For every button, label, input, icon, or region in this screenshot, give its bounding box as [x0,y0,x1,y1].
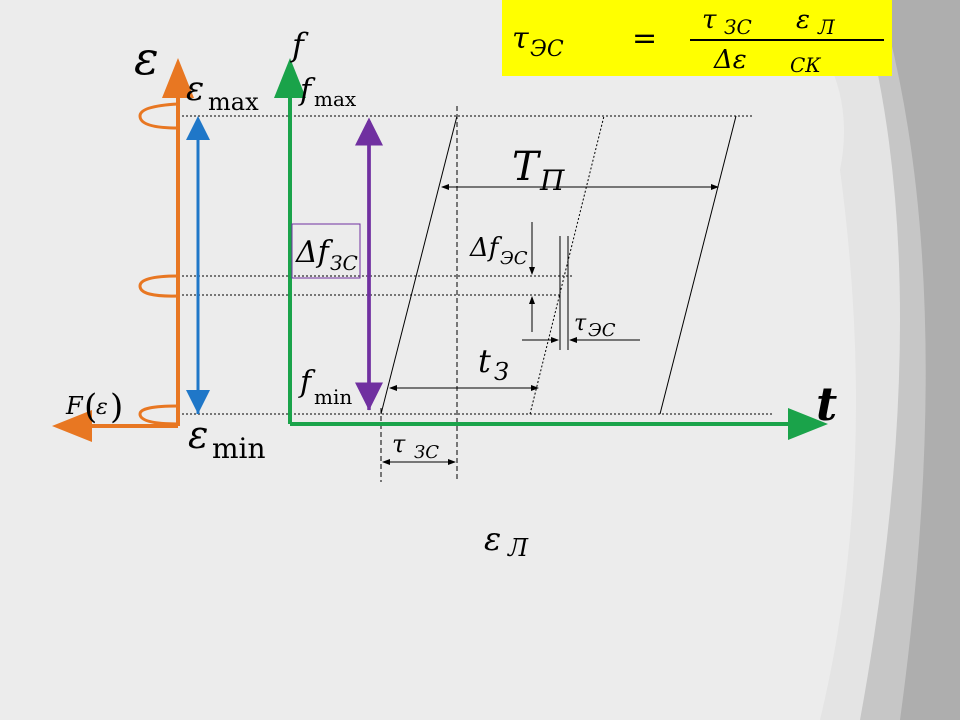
es-detail [522,222,640,350]
formula-den-delta: Δε [713,45,747,75]
formula-box: τ ЭС = τ ЗС ε Л Δε СК [502,0,892,77]
eps-min-sub: min [212,432,266,465]
F-arg: ε [96,395,108,420]
eps-l-sub: Л [507,534,529,562]
distribution-lobe-top [138,102,179,130]
epsilon-axis [52,58,194,442]
vertical-guides [380,106,458,482]
formula-lhs-sub: ЭС [530,37,564,62]
formula-num-eps: ε [796,5,810,35]
delta-f-zs-box [291,223,361,279]
T-sub: П [539,164,565,197]
T-label: T [512,144,542,190]
annotation-labels: T П Δf ЗС Δf ЭС τ ЭС t З τ ЗС ε Л [295,144,616,562]
tau-es-symbol: τ [574,311,587,336]
eps-l-symbol: ε [484,520,501,558]
sweep-ramp-delayed [529,115,605,415]
formula-lhs-tau: τ [512,21,529,56]
epsilon-axis-label: ε [134,31,159,85]
distribution-lobe-bottom [138,404,179,426]
F-paren-close: ) [110,387,123,427]
F-label: F [65,392,84,420]
f-min-sub: min [314,385,352,409]
epsilon-labels: ε ε max ε min F ( ε ) [65,31,266,465]
eps-min-symbol: ε [188,413,208,457]
df-zs-sub: ЗС [330,251,358,275]
df-zs-symbol: Δf [295,235,334,270]
f-t-axes [274,58,828,440]
sweep-ramp-2 [659,115,737,415]
distribution-lobe-mid [138,274,179,298]
tau-zs-sub: ЗС [414,442,439,463]
formula-highlight [502,0,892,76]
formula-num-tau: τ [702,5,717,35]
eps-max-symbol: ε [186,69,204,109]
df-es-symbol: Δf [469,233,503,263]
formula-equals: = [632,21,657,56]
t-z-sub: З [494,358,509,386]
tau-zs-symbol: τ [392,430,406,458]
reference-lines [178,115,772,415]
sweep-lines [380,115,737,415]
eps-max-sub: max [208,88,259,116]
f-max-sub: max [314,87,357,111]
tau-es-sub: ЭС [588,320,616,341]
t-z-symbol: t [478,342,491,380]
t-axis-label: t [816,377,837,431]
df-es-sub: ЭС [500,248,528,269]
formula-num-eps-sub: Л [817,15,836,39]
F-paren-open: ( [84,387,97,427]
sweep-ramp-1 [380,115,458,415]
formula-den-sub: СК [790,53,821,77]
formula-num-tau-sub: ЗС [724,15,752,39]
